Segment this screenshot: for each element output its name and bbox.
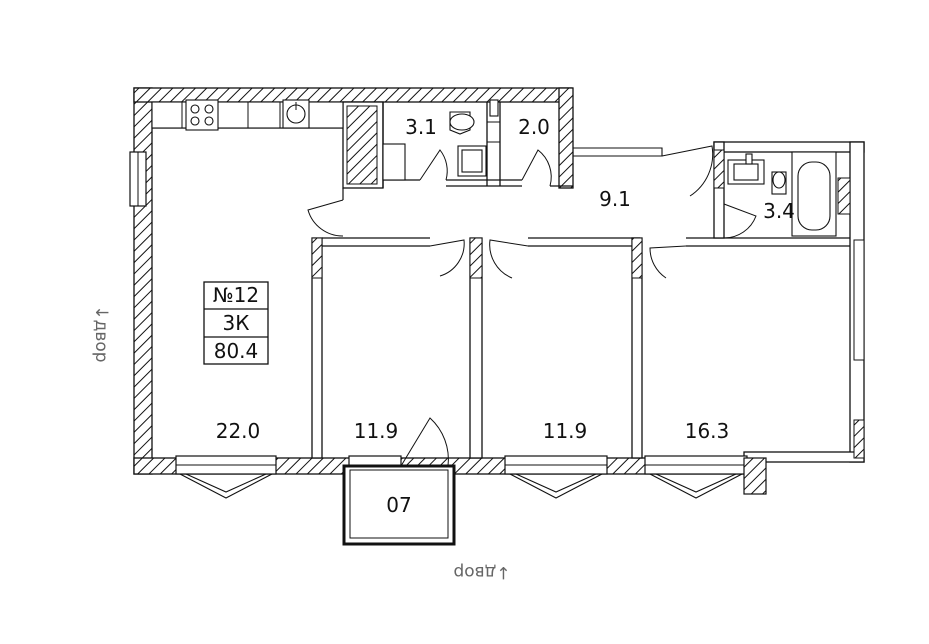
exterior-walls <box>133 87 865 475</box>
bathroom-1-fixtures <box>382 99 500 181</box>
window-bedroom-2 <box>504 455 608 499</box>
orientation-left: ↓двор <box>91 305 111 362</box>
doors <box>307 145 757 279</box>
window-living <box>175 455 277 499</box>
balcony-door <box>400 417 449 467</box>
window-left <box>129 151 147 207</box>
room-area-hallway: 9.1 <box>599 187 631 211</box>
room-area-bedroom-1: 11.9 <box>354 419 399 443</box>
interior-walls <box>152 101 865 495</box>
window-bedroom-3 <box>644 455 748 499</box>
room-area-bathroom-2: 3.4 <box>763 199 795 223</box>
orientation-bottom: ↓двор <box>453 562 510 582</box>
bathroom-2-fixtures <box>727 151 837 237</box>
room-area-balcony: 07 <box>386 493 411 517</box>
washer-icon <box>382 143 406 181</box>
stove-icon <box>185 99 219 131</box>
kitchen-fixtures <box>151 99 344 131</box>
room-area-bedroom-2: 11.9 <box>543 419 588 443</box>
room-area-living-kitchen: 22.0 <box>216 419 261 443</box>
apartment-badge: №12 3К 80.4 <box>203 281 269 365</box>
room-area-bathroom-1: 3.1 <box>405 115 437 139</box>
room-area-wc: 2.0 <box>518 115 550 139</box>
apartment-type: 3К <box>223 311 250 335</box>
balcony <box>342 464 456 546</box>
apartment-number: №12 <box>213 283 259 307</box>
apartment-total-area: 80.4 <box>214 339 259 363</box>
room-area-bedroom-3: 16.3 <box>685 419 730 443</box>
